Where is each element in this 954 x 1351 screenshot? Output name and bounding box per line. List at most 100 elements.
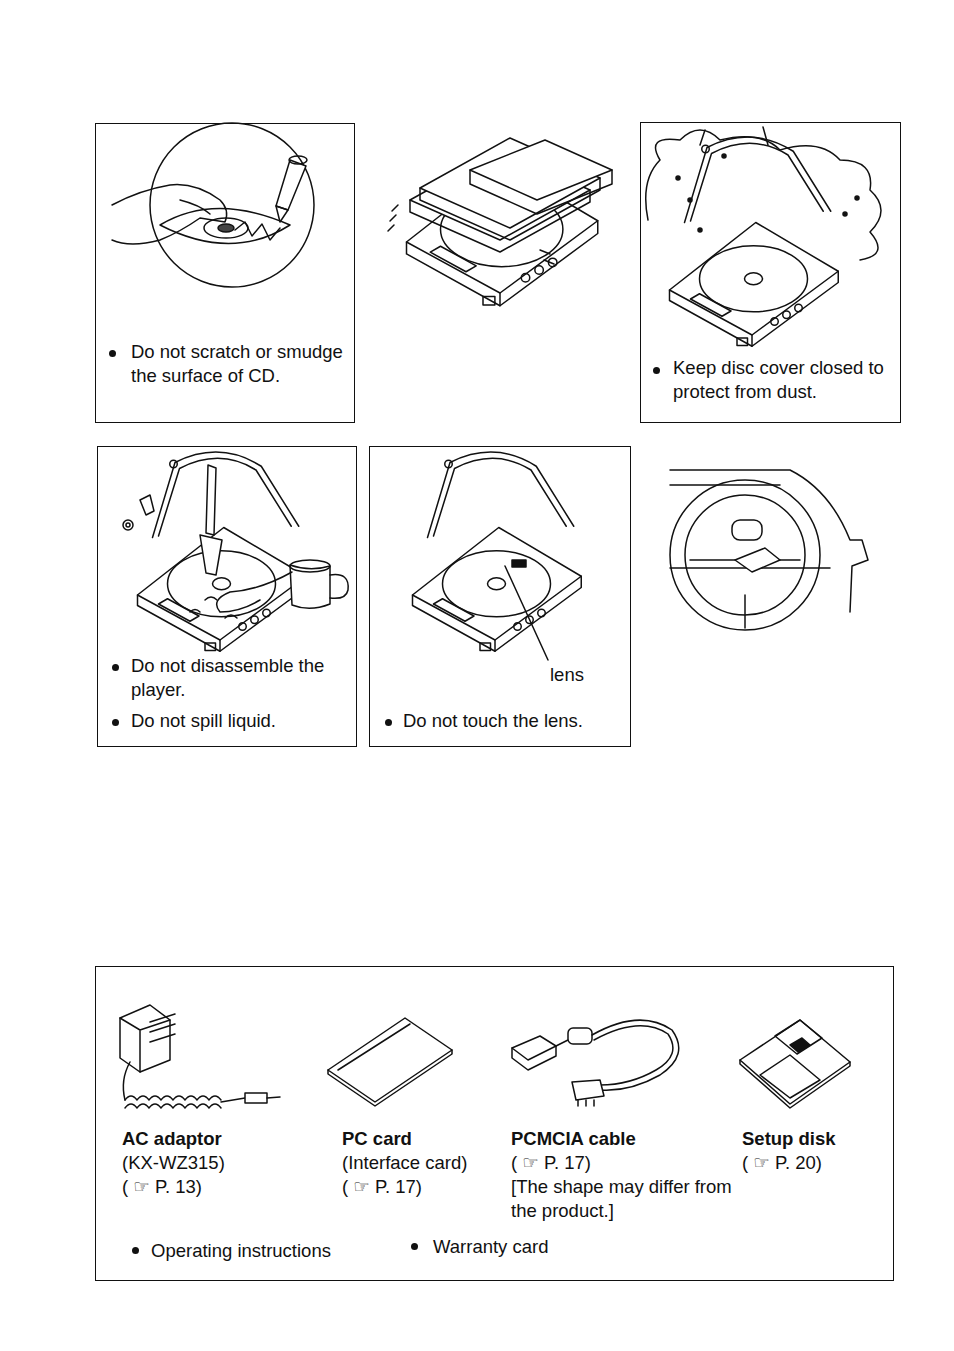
caption-text: ( ☞ P. 17) bbox=[511, 1151, 731, 1175]
car-picture-part bbox=[670, 470, 868, 612]
item-name: PC card bbox=[342, 1127, 507, 1151]
pc-card-picture-part bbox=[328, 1018, 452, 1102]
cd-scratch-picture-part bbox=[218, 224, 234, 232]
dust-picture-part bbox=[855, 196, 859, 200]
stacked-player-picture-part bbox=[470, 140, 612, 200]
pcmcia-cable-picture-part bbox=[568, 1028, 592, 1044]
caption-text: Do not spill liquid. bbox=[131, 709, 351, 733]
pc-card-picture-part bbox=[328, 1050, 452, 1106]
bullet-dot bbox=[112, 664, 119, 671]
dust-picture-part bbox=[843, 212, 847, 216]
lens-picture-part bbox=[413, 528, 582, 652]
caption-text: Keep disc cover closed to protect from d… bbox=[673, 356, 895, 404]
setup-disk-picture-part bbox=[760, 1055, 820, 1098]
item-name: AC adaptor bbox=[122, 1127, 322, 1151]
ac-adaptor-picture-part bbox=[123, 1062, 130, 1100]
pcmcia-cable-picture-part bbox=[578, 1100, 594, 1106]
stacked-player-picture-part bbox=[388, 205, 398, 231]
bullet-dot bbox=[109, 350, 116, 357]
caption-text: Do not touch the lens. bbox=[403, 709, 625, 733]
dust-picture-part bbox=[676, 176, 680, 180]
car-picture-part bbox=[732, 520, 762, 540]
disassemble-picture-part bbox=[153, 452, 299, 537]
setup-disk-picture bbox=[740, 1020, 850, 1108]
caption-text: (Interface card) bbox=[342, 1151, 507, 1175]
lens-picture bbox=[413, 452, 582, 660]
ac-adaptor-picture-part bbox=[150, 1014, 175, 1042]
dust-picture-part bbox=[700, 127, 768, 145]
caption-text: Operating instructions bbox=[151, 1239, 391, 1263]
setup-disk-picture-part bbox=[740, 1060, 850, 1108]
accessories-box: AC adaptor(KX-WZ315)( ☞ P. 13)PC card(In… bbox=[95, 966, 894, 1281]
cd-scratch-picture bbox=[112, 123, 314, 287]
pc-card-picture bbox=[328, 1018, 452, 1106]
caption-text: Do not scratch or smudge the surface of … bbox=[131, 340, 346, 388]
pcmcia-cable-picture-part bbox=[512, 1046, 556, 1070]
caption-text: lens bbox=[550, 663, 610, 687]
bullet-dot bbox=[112, 719, 119, 726]
ac-adaptor-picture-part bbox=[245, 1093, 267, 1103]
ac-adaptor-picture-part bbox=[221, 1098, 245, 1102]
caption-text: ( ☞ P. 17) bbox=[342, 1175, 507, 1199]
disassemble-picture-part bbox=[126, 523, 130, 527]
bullet-dot bbox=[132, 1247, 139, 1254]
disassemble-picture-part bbox=[290, 560, 330, 572]
setup-disk-picture-part bbox=[775, 1020, 822, 1054]
dust-picture-part bbox=[722, 154, 726, 158]
caution-box: Keep disc cover closed to protect from d… bbox=[640, 122, 901, 423]
dust-picture-part bbox=[685, 137, 831, 222]
car-picture-part bbox=[735, 548, 780, 572]
cd-scratch-picture-part bbox=[235, 222, 280, 240]
pcmcia-cable-picture-part bbox=[512, 1036, 556, 1060]
disassemble-picture bbox=[123, 452, 348, 651]
dust-picture-part bbox=[670, 223, 839, 347]
cd-scratch-picture-part bbox=[150, 123, 314, 287]
lens-picture-part bbox=[512, 560, 526, 567]
car-picture-part bbox=[670, 484, 780, 486]
setup-disk-picture-part bbox=[740, 1020, 850, 1104]
pc-card-picture-part bbox=[338, 1024, 410, 1070]
caption-text: Warranty card bbox=[433, 1235, 633, 1259]
cd-scratch-picture-part bbox=[180, 200, 210, 214]
dust-picture bbox=[646, 127, 881, 346]
bullet-dot bbox=[653, 367, 660, 374]
pcmcia-cable-picture-part bbox=[556, 1040, 568, 1046]
stacked-player-picture-part bbox=[540, 250, 554, 264]
disassemble-picture-part bbox=[200, 535, 222, 575]
ac-adaptor-picture-part bbox=[125, 1104, 221, 1108]
disassemble-picture-part bbox=[206, 465, 216, 535]
setup-disk-picture-part bbox=[790, 1038, 810, 1052]
item-name: PCMCIA cable bbox=[511, 1127, 731, 1151]
bullet-dot bbox=[385, 719, 392, 726]
stacked-player-picture bbox=[388, 138, 612, 306]
item-name: Setup disk bbox=[742, 1127, 882, 1151]
caption-text: (KX-WZ315) bbox=[122, 1151, 322, 1175]
pcmcia-cable-picture-part bbox=[594, 1026, 673, 1085]
caption-text: ( ☞ P. 20) bbox=[742, 1151, 882, 1175]
ac-adaptor-picture-part bbox=[267, 1097, 280, 1098]
caution-box: lens Do not touch the lens. bbox=[369, 446, 631, 747]
pcmcia-cable-picture-part bbox=[572, 1080, 604, 1100]
stacked-player-picture-part bbox=[470, 170, 612, 214]
disassemble-picture-part bbox=[140, 495, 154, 515]
caution-box: Do not disassemble the player. Do not spi… bbox=[97, 446, 357, 747]
dust-picture-part bbox=[688, 198, 692, 202]
car-picture-part bbox=[744, 595, 746, 628]
caption-text: [The shape may differ from the product.] bbox=[511, 1175, 736, 1223]
cd-scratch-picture-part bbox=[276, 206, 288, 222]
disassemble-picture-part bbox=[123, 520, 133, 530]
dust-picture-part bbox=[698, 228, 702, 232]
car-picture bbox=[670, 470, 868, 630]
caution-box: Do not scratch or smudge the surface of … bbox=[95, 123, 355, 423]
leader-line bbox=[505, 566, 548, 660]
pcmcia-cable-picture bbox=[512, 1020, 679, 1106]
ac-adaptor-picture bbox=[120, 1005, 280, 1108]
pcmcia-cable-picture-part bbox=[592, 1020, 679, 1090]
disassemble-picture-part bbox=[217, 572, 292, 612]
caption-text: Do not disassemble the player. bbox=[131, 654, 351, 702]
disassemble-picture-part bbox=[190, 597, 237, 618]
cd-scratch-picture-part bbox=[289, 156, 307, 164]
lens-picture-part bbox=[428, 452, 574, 537]
cd-scratch-picture-part bbox=[160, 209, 290, 244]
ac-adaptor-picture-part bbox=[120, 1018, 170, 1072]
